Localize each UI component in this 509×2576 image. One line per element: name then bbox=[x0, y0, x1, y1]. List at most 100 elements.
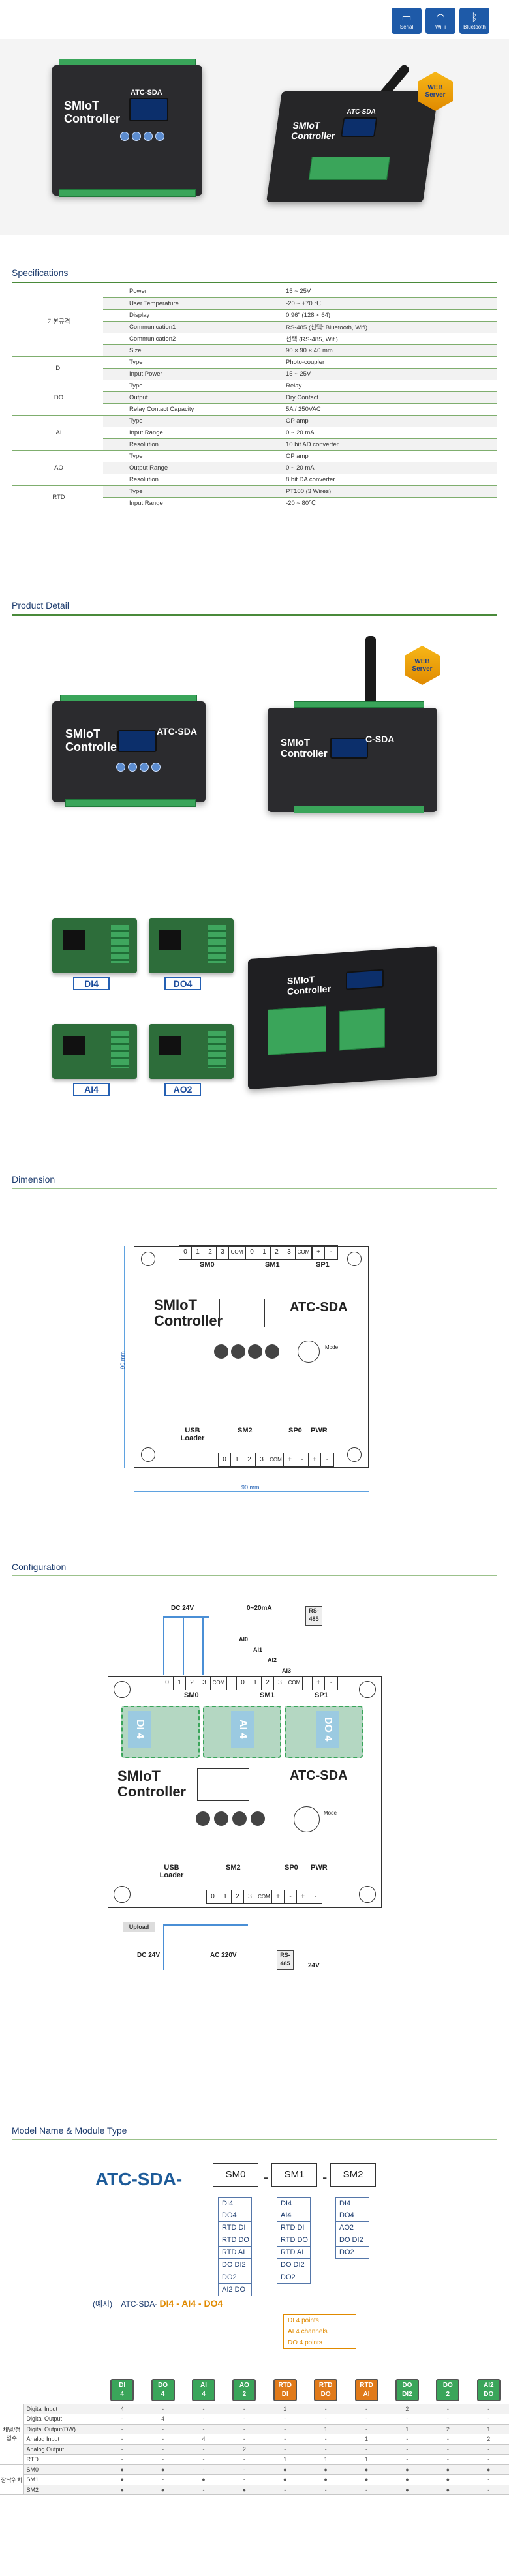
module-option: DI4 bbox=[335, 2197, 369, 2209]
matrix-row: SM1●-●-●●●●●- bbox=[0, 2474, 509, 2485]
matrix-cell: - bbox=[102, 2434, 143, 2445]
cfg-nav-4 bbox=[251, 1811, 265, 1826]
matrix-cell: - bbox=[386, 2434, 428, 2445]
cfg-hole-bl bbox=[114, 1886, 131, 1903]
spec-category: AI bbox=[12, 415, 103, 451]
spec-value: 선택 (RS-485, Wifi) bbox=[273, 333, 497, 345]
matrix-cell: - bbox=[305, 2434, 347, 2445]
cfg-nav-2 bbox=[214, 1811, 228, 1826]
module-option: RTD DI bbox=[277, 2222, 311, 2234]
matrix-cell: ● bbox=[264, 2474, 305, 2485]
matrix-cell: - bbox=[264, 2424, 305, 2434]
matrix-group-io: 채널/점점수 bbox=[0, 2404, 24, 2465]
spec-item: Type bbox=[103, 380, 273, 392]
dc24-top-label: DC 24V bbox=[171, 1605, 194, 1612]
model-dash-2: - bbox=[322, 2169, 328, 2185]
configuration-title: Configuration bbox=[12, 1562, 67, 1572]
matrix-cell: - bbox=[468, 2474, 509, 2485]
matrix-cell: - bbox=[264, 2444, 305, 2455]
spec-value: 15 ~ 25V bbox=[273, 286, 497, 298]
drawing-model: ATC-SDA bbox=[290, 1300, 348, 1314]
matrix-cell: 2 bbox=[468, 2434, 509, 2445]
matrix-cell: - bbox=[183, 2464, 224, 2475]
width-dimension-line bbox=[134, 1491, 369, 1492]
matrix-cell: - bbox=[264, 2485, 305, 2495]
spec-value: -20 ~ +70 ℃ bbox=[273, 297, 497, 310]
matrix-cell: - bbox=[142, 2474, 183, 2485]
spec-value: 5A / 250VAC bbox=[273, 403, 497, 416]
model-slot-sm1: SM1 bbox=[271, 2163, 317, 2187]
matrix-row-name: SM0 bbox=[23, 2464, 102, 2475]
spec-value: -20 ~ 80℃ bbox=[273, 497, 497, 509]
sp1-terminal-block: +- bbox=[312, 1245, 338, 1260]
matrix-cell: - bbox=[264, 2414, 305, 2425]
spec-row: Input Range-20 ~ 80℃ bbox=[12, 497, 497, 509]
slot-di4-label: DI 4 bbox=[128, 1711, 151, 1748]
di-wire-2 bbox=[183, 1616, 184, 1675]
spec-row: User Temperature-20 ~ +70 ℃ bbox=[12, 297, 497, 310]
matrix-cell: ● bbox=[386, 2485, 428, 2495]
matrix-cell: 1 bbox=[468, 2424, 509, 2434]
spec-category: DO bbox=[12, 380, 103, 416]
serial-port-icon: ▭Serial bbox=[392, 8, 422, 34]
wifi-icon: ◠WiFi bbox=[425, 8, 455, 34]
matrix-cell: - bbox=[346, 2424, 387, 2434]
matrix-cell: - bbox=[183, 2485, 224, 2495]
matrix-row-name: SM2 bbox=[23, 2485, 102, 2495]
matrix-cell: 4 bbox=[142, 2414, 183, 2425]
model-name-rule bbox=[12, 2139, 497, 2140]
example-notes: DI 4 points AI 4 channels DO 4 points bbox=[283, 2314, 356, 2349]
matrix-cell: ● bbox=[102, 2485, 143, 2495]
product-detail-title: Product Detail bbox=[12, 600, 69, 611]
matrix-cell: - bbox=[224, 2424, 265, 2434]
module-option: RTD AI bbox=[277, 2247, 311, 2259]
matrix-cell: ● bbox=[427, 2485, 469, 2495]
cfg-sp0-label: SP0 bbox=[285, 1864, 298, 1871]
ai0-label: AI0 bbox=[239, 1636, 249, 1643]
spec-value: 0 ~ 20 mA bbox=[273, 427, 497, 439]
matrix-cell: 1 bbox=[346, 2454, 387, 2465]
nav-button-1 bbox=[214, 1344, 228, 1359]
matrix-row-name: Analog Input bbox=[23, 2434, 102, 2445]
upload-box: Upload bbox=[123, 1922, 155, 1932]
spec-value: 90 × 90 × 40 mm bbox=[273, 344, 497, 357]
cfg-hole-tl bbox=[114, 1681, 131, 1698]
spec-item: Input Range bbox=[103, 497, 273, 509]
matrix-cell: ● bbox=[386, 2464, 428, 2475]
sp1-label: SP1 bbox=[316, 1261, 330, 1269]
module-option: RTD AI bbox=[218, 2247, 252, 2259]
spec-item: User Temperature bbox=[103, 297, 273, 310]
dimension-rule bbox=[12, 1188, 497, 1189]
matrix-cell: - bbox=[264, 2434, 305, 2445]
spec-item: Input Power bbox=[103, 368, 273, 380]
spec-item: Type bbox=[103, 450, 273, 462]
ai1-label: AI1 bbox=[253, 1646, 263, 1653]
cfg-sm0-label: SM0 bbox=[184, 1691, 199, 1699]
module-option: DO DI2 bbox=[277, 2259, 311, 2271]
matrix-cell: ● bbox=[102, 2474, 143, 2485]
matrix-cell: 1 bbox=[346, 2434, 387, 2445]
matrix-cell: - bbox=[183, 2444, 224, 2455]
spec-value: 8 bit DA converter bbox=[273, 474, 497, 486]
spec-item: Resolution bbox=[103, 438, 273, 451]
matrix-cell: - bbox=[346, 2444, 387, 2455]
module-di4-photo bbox=[52, 918, 137, 973]
